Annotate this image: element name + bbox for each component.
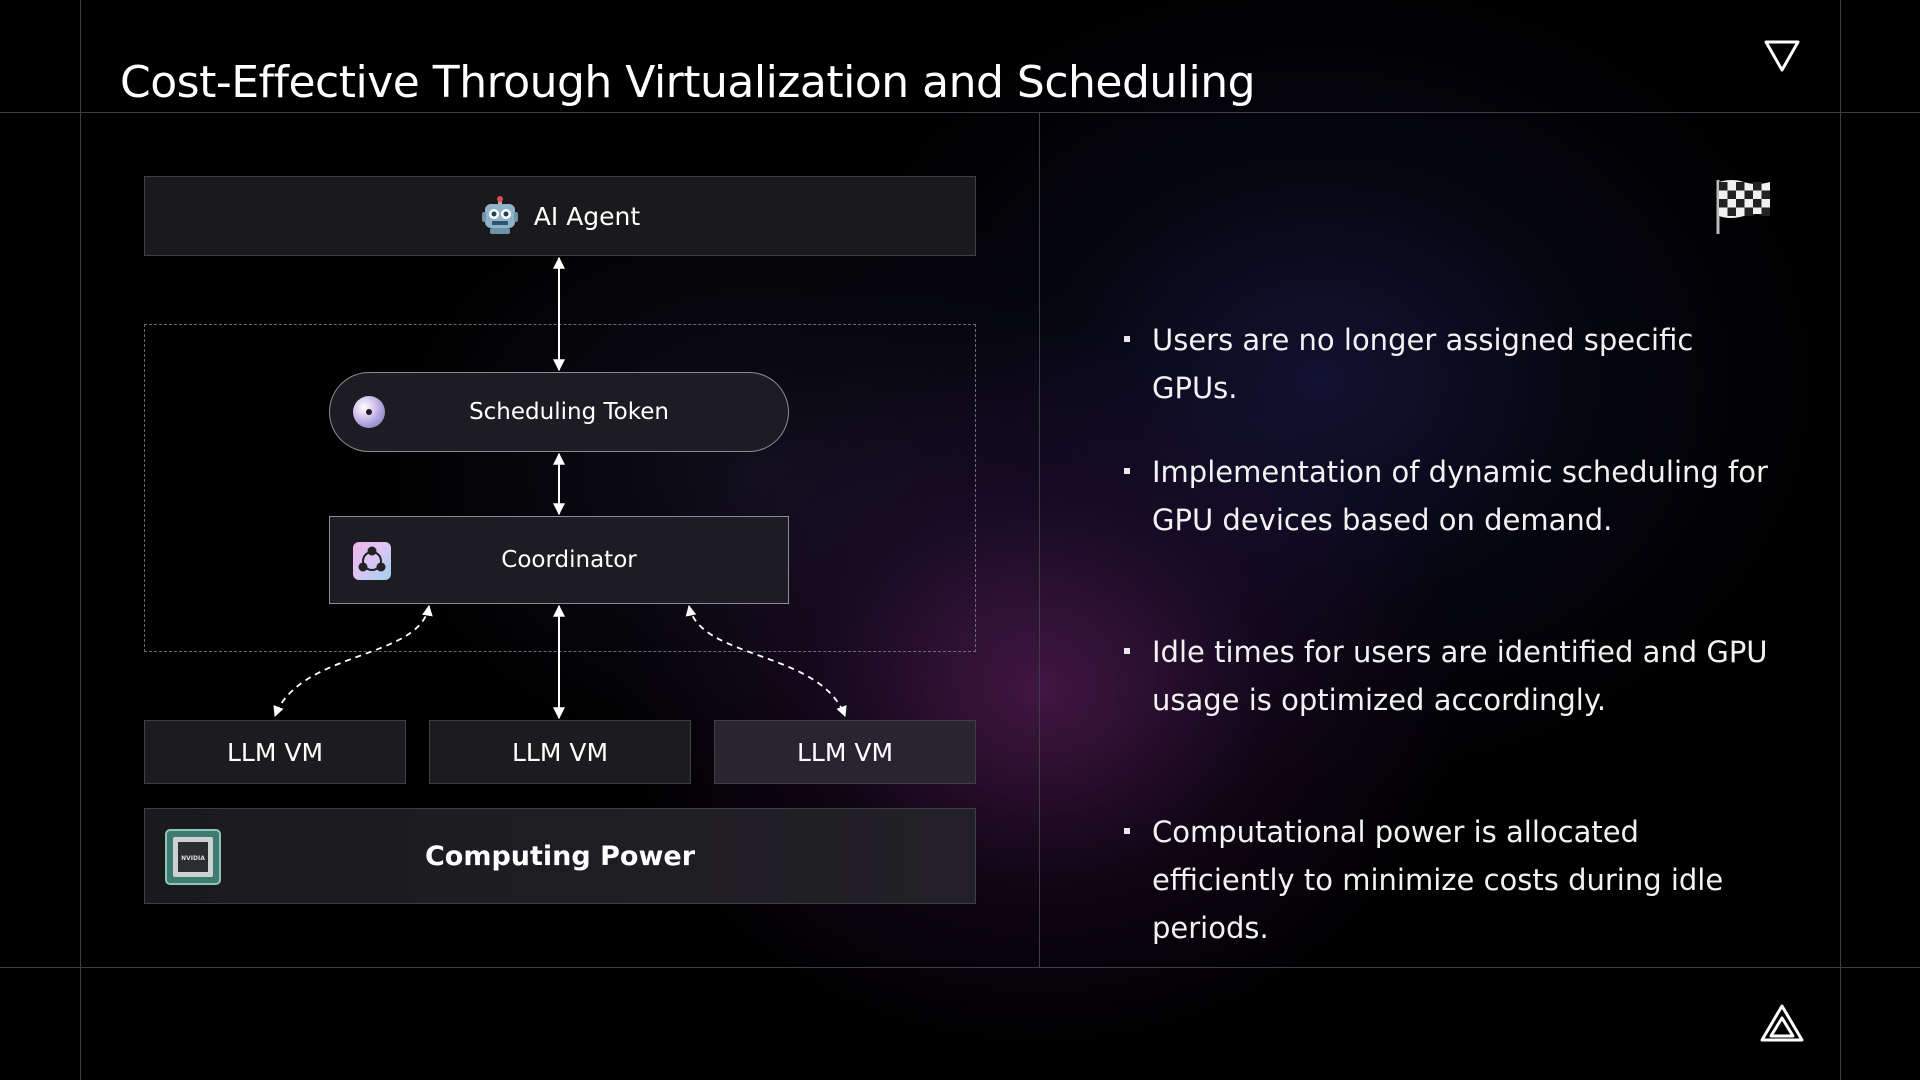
coordinator-box: Coordinator [329, 516, 789, 604]
bullet-marker [1124, 468, 1130, 474]
scheduling-token-label: Scheduling Token [469, 399, 669, 425]
bullet-text-1: Users are no longer assigned specific GP… [1152, 323, 1694, 405]
layered-triangle-logo-icon [1760, 1004, 1804, 1042]
bullet-text-3: Idle times for users are identified and … [1152, 635, 1768, 717]
llm-vm-box-3: LLM VM [714, 720, 976, 784]
bullet-text-4: Computational power is allocated efficie… [1152, 815, 1724, 945]
computing-power-box: NVIDIA Computing Power [144, 808, 976, 904]
triangle-logo-icon [1764, 40, 1800, 72]
bullet-item-1: Users are no longer assigned specific GP… [1124, 316, 1784, 412]
llm-vm-label-2: LLM VM [511, 737, 609, 767]
computing-power-label: Computing Power [424, 840, 696, 872]
checkered-flag-icon [1716, 180, 1770, 234]
ai-agent-label: AI Agent [533, 201, 641, 231]
network-icon [353, 542, 391, 580]
bullet-marker [1124, 828, 1130, 834]
llm-vm-label-1: LLM VM [226, 737, 324, 767]
svg-text:NVIDIA: NVIDIA [181, 855, 205, 862]
robot-icon [481, 196, 518, 234]
bullet-item-4: Computational power is allocated efficie… [1124, 808, 1784, 952]
coordinator-label: Coordinator [501, 547, 637, 573]
disc-icon [353, 396, 385, 428]
bullet-item-2: Implementation of dynamic scheduling for… [1124, 448, 1784, 544]
bullet-marker [1124, 648, 1130, 654]
ai-agent-box: AI Agent [144, 176, 976, 256]
llm-vm-box-2: LLM VM [429, 720, 691, 784]
frame-line-divider [1039, 112, 1040, 967]
gpu-chip-icon: NVIDIA [165, 829, 221, 885]
frame-line-top [0, 112, 1920, 113]
frame-line-bottom [0, 967, 1920, 968]
slide-title: Cost-Effective Through Virtualization an… [120, 57, 1256, 109]
frame-line-right [1840, 0, 1841, 1080]
llm-vm-box-1: LLM VM [144, 720, 406, 784]
bullet-text-2: Implementation of dynamic scheduling for… [1152, 455, 1768, 537]
llm-vm-label-3: LLM VM [796, 737, 894, 767]
bullet-item-3: Idle times for users are identified and … [1124, 628, 1784, 724]
frame-line-left [80, 0, 81, 1080]
bullet-marker [1124, 336, 1130, 342]
scheduling-token-box: Scheduling Token [329, 372, 789, 452]
